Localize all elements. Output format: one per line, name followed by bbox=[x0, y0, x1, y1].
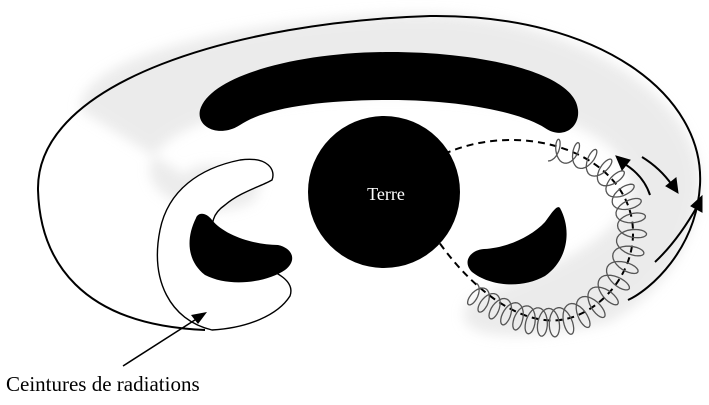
radiation-belts-caption: Ceintures de radiations bbox=[6, 372, 200, 397]
earth-label: Terre bbox=[367, 184, 405, 204]
left-lower-belt bbox=[190, 214, 293, 283]
earth: Terre bbox=[308, 116, 460, 268]
caption-pointer-arrow bbox=[123, 312, 207, 366]
